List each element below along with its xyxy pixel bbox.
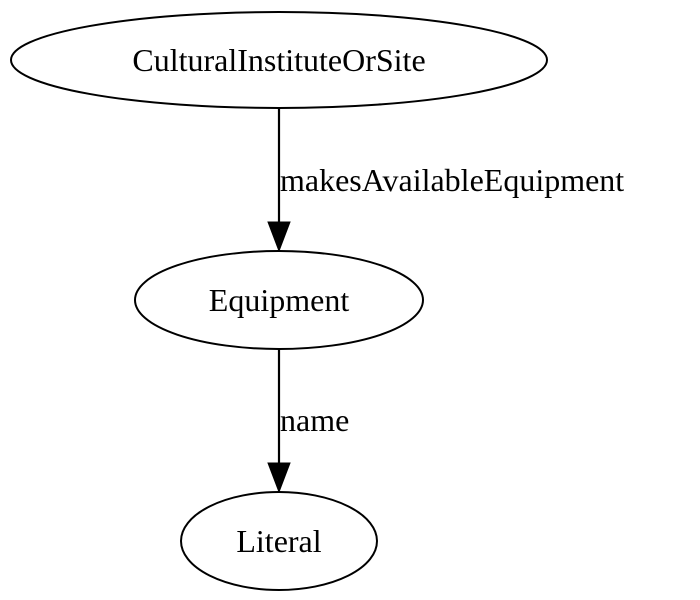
edge-label-name: name [280,402,349,438]
node-ellipse [134,250,424,350]
arrowhead-icon [267,462,291,494]
arrowhead-icon [267,221,291,253]
node-label-literal: Literal [236,523,321,559]
node-ellipse [180,491,378,591]
node-literal: Literal [180,491,378,591]
edge-makes-available-equipment: makesAvailableEquipment [267,108,624,253]
edge-label-makes-available-equipment: makesAvailableEquipment [280,162,624,198]
edge-name: name [267,349,349,494]
node-label-equipment: Equipment [209,282,350,318]
node-label-cultural-institute-or-site: CulturalInstituteOrSite [132,42,425,78]
node-equipment: Equipment [134,250,424,350]
node-cultural-institute-or-site: CulturalInstituteOrSite [10,11,548,109]
node-ellipse [10,11,548,109]
